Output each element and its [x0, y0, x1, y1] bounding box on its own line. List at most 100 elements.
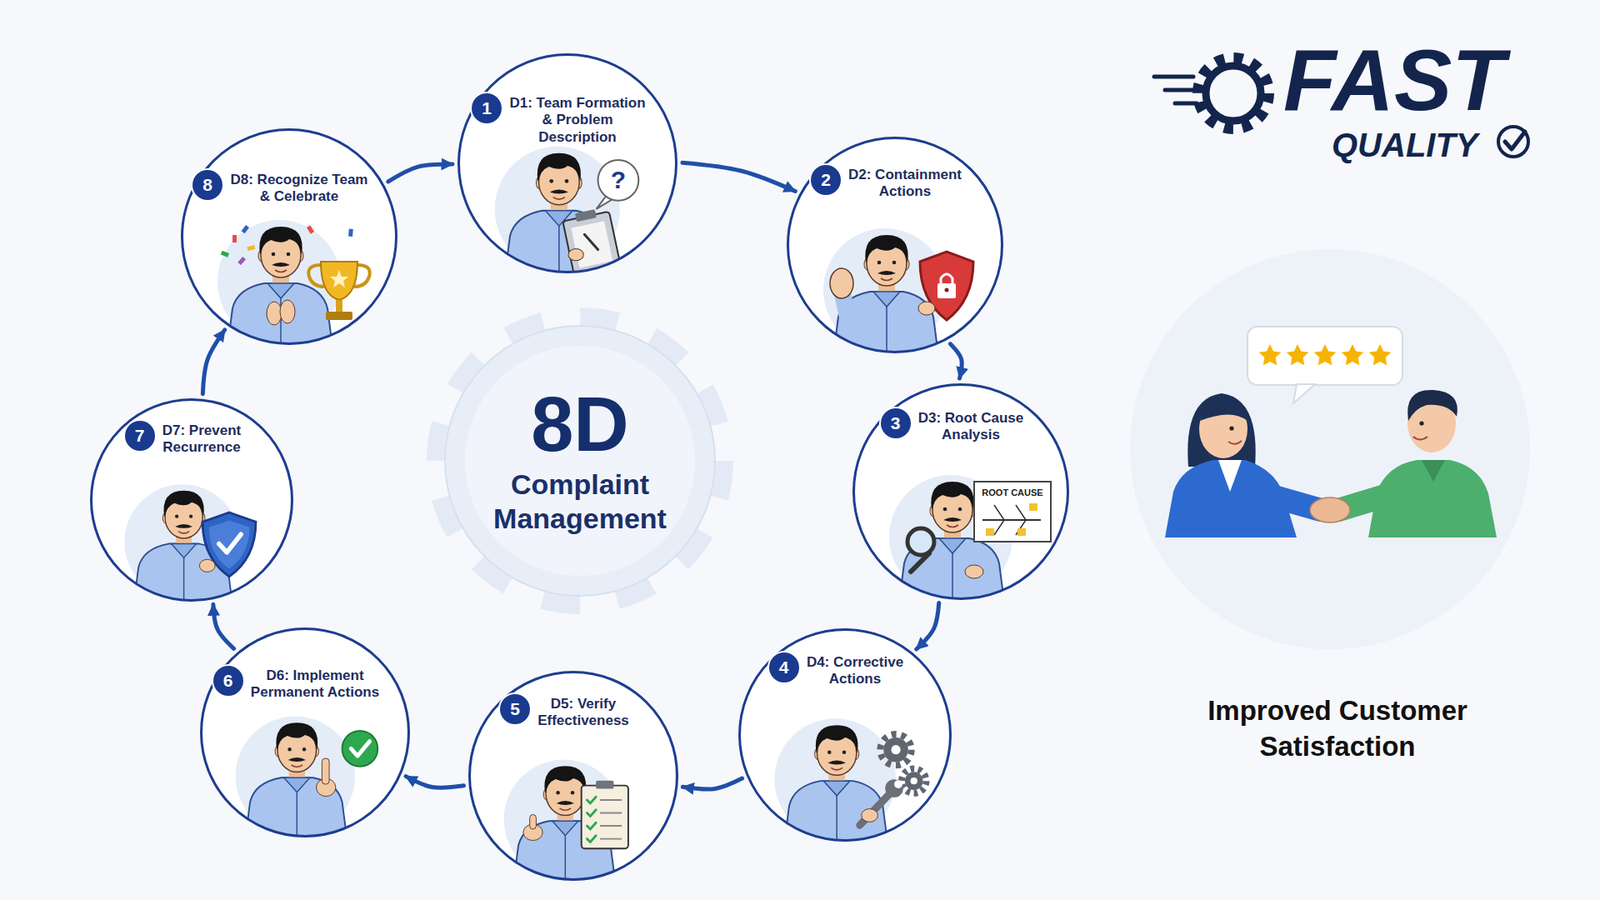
trophy-stem	[335, 300, 343, 312]
man-figure	[1338, 390, 1497, 538]
wrench-jaw	[894, 780, 903, 789]
step-header: 3D3: Root Cause Analysis	[917, 410, 1025, 445]
wrench-handle	[860, 792, 891, 825]
shirt-placket	[296, 792, 298, 840]
step-number-badge: 4	[769, 652, 800, 683]
step-number-badge: 2	[810, 165, 841, 195]
cycle-arrow	[405, 776, 464, 788]
step-header: 7D7: Prevent Recurrence	[161, 422, 243, 457]
hand	[199, 559, 215, 572]
hair	[537, 153, 581, 183]
step-header: 6D6: Implement Permanent Actions	[250, 667, 381, 702]
shirt-placket	[558, 225, 560, 275]
checklist-line	[600, 812, 622, 815]
step-title: D7: Prevent Recurrence	[161, 422, 243, 457]
clapping-hand	[280, 300, 295, 324]
step-circle-shape	[180, 128, 398, 345]
whiteboard	[974, 481, 1051, 542]
hair	[865, 235, 908, 264]
raised-hand	[830, 268, 854, 299]
gear-body	[905, 771, 924, 790]
step-illustration	[495, 146, 640, 276]
eye	[549, 179, 554, 184]
clapping-hand	[266, 301, 282, 325]
arm	[320, 794, 325, 840]
trophy-cup	[320, 261, 358, 300]
mustache	[175, 524, 193, 529]
hair	[1407, 390, 1458, 421]
step-illustration	[495, 146, 640, 276]
gear-body	[883, 737, 909, 763]
checklist-line	[600, 838, 622, 840]
step-title: D3: Root Cause Analysis	[917, 410, 1025, 445]
woman-figure	[1165, 393, 1321, 538]
confetti	[220, 250, 230, 258]
fringe	[1200, 399, 1248, 421]
step-number-badge: 7	[125, 420, 155, 451]
eye	[1229, 425, 1234, 430]
step-header: 5D5: Verify Effectiveness	[536, 695, 630, 730]
center-gear: 8DComplaint Management	[426, 307, 734, 615]
blouse	[1218, 460, 1242, 492]
step-circle: 4D4: Corrective Actions	[738, 628, 952, 842]
shield-inner	[209, 520, 250, 569]
step-header: 8D8: Recognize Team & Celebrate	[229, 171, 370, 206]
collar	[284, 777, 310, 792]
mustache	[550, 189, 569, 194]
circle-outline	[459, 55, 677, 273]
step-circle: 1D1: Team Formation & Problem Descriptio…	[457, 53, 678, 274]
keyhole	[945, 288, 950, 293]
hand	[568, 249, 584, 261]
handshake-illustration	[1130, 249, 1530, 650]
step-number-badge: 3	[880, 408, 911, 439]
speech-bubble	[598, 160, 640, 201]
star	[1369, 344, 1392, 365]
circle-outline	[201, 629, 410, 837]
confetti	[241, 225, 250, 234]
step-circle: 5D5: Verify Effectiveness	[468, 670, 679, 881]
step-circle: 3D3: Root Cause Analysis	[852, 383, 1070, 600]
collar	[171, 544, 197, 559]
eye	[827, 750, 832, 755]
step-illustration	[504, 760, 629, 883]
trophy-base	[325, 311, 353, 320]
shirt-placket	[565, 835, 566, 883]
circle-outline	[788, 138, 1003, 353]
handshake	[1310, 497, 1350, 523]
benefit-caption: Improved Customer Satisfaction	[1179, 693, 1496, 765]
eye	[565, 179, 570, 184]
step-illustration	[235, 716, 379, 840]
circle-fill	[182, 130, 397, 345]
clipboard-icon	[561, 206, 621, 276]
fishbone-bones	[994, 505, 1026, 535]
shirt	[245, 777, 347, 840]
step-title: D8: Recognize Team & Celebrate	[229, 171, 370, 206]
check-mark	[586, 796, 596, 804]
eye	[555, 790, 560, 795]
eye	[842, 750, 847, 755]
wrench-head	[885, 779, 904, 798]
open-hand	[965, 565, 984, 579]
logo-wordmark: FAST	[1283, 36, 1505, 124]
cycle-arrow	[388, 164, 453, 182]
cycle-arrow	[682, 778, 742, 790]
speed-line	[1175, 101, 1197, 106]
step-illustration	[889, 475, 1051, 602]
mustache	[271, 262, 290, 267]
smile	[560, 808, 572, 810]
step-number-badge: 8	[192, 170, 223, 200]
smile	[275, 270, 287, 273]
hair	[544, 765, 586, 794]
checklist-line	[600, 825, 622, 827]
checklist-clip	[595, 780, 614, 790]
step-title: D6: Implement Permanent Actions	[250, 667, 381, 702]
step-circle-shape	[457, 53, 678, 274]
speed-line	[1165, 88, 1195, 93]
mustache	[877, 270, 896, 275]
logo-gear-ring	[1205, 65, 1261, 121]
check-mark	[586, 835, 596, 843]
hair	[275, 722, 318, 750]
center-title: 8D	[530, 385, 630, 463]
backdrop-circle	[1130, 249, 1530, 650]
circle-outline	[854, 385, 1069, 600]
